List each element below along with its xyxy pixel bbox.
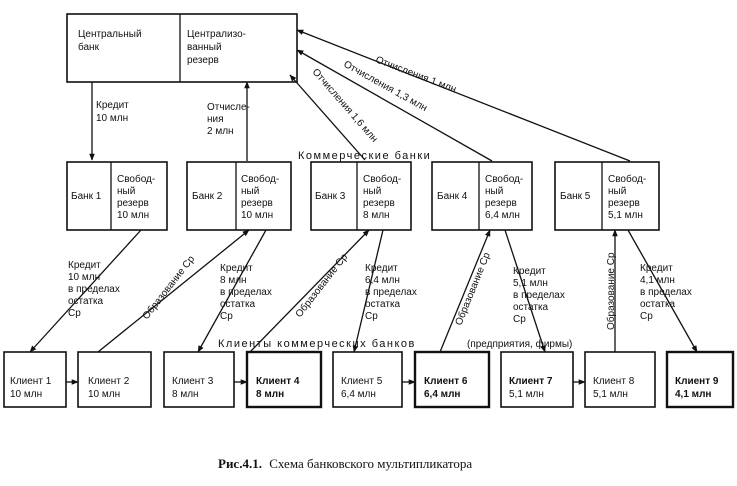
credit-arrow-bank2-client3 [197, 229, 267, 353]
credit-cb-label: Кредит 10 млн [96, 100, 132, 124]
svg-text:Клиент 2: Клиент 2 [88, 376, 130, 387]
central-bank-box: Центральный банк Централизо- ванный резе… [66, 13, 298, 83]
credit-label-bank2: Кредит 8 млн в пределах остатка Сp [220, 263, 275, 322]
bank-box-3: Банк 3 Свобод- ный резерв 8 млн [310, 161, 412, 231]
svg-text:Клиент 9: Клиент 9 [675, 376, 719, 387]
client-box-5: Клиент 5 6,4 млн [332, 351, 403, 408]
svg-text:Клиент 7: Клиент 7 [509, 376, 553, 387]
svg-text:Клиент 8: Клиент 8 [593, 376, 635, 387]
svg-text:Клиент 4: Клиент 4 [256, 376, 300, 387]
svg-text:Клиент 5: Клиент 5 [341, 376, 383, 387]
bank-reserve: Свобод- ный резерв 6,4 млн [485, 173, 526, 221]
commercial-banks-label: Коммерческие банки [298, 150, 431, 162]
deduction-arrow-bank3 [289, 74, 366, 161]
svg-text:5,1 млн: 5,1 млн [509, 389, 544, 400]
svg-text:8 млн: 8 млн [172, 389, 199, 400]
client-box-1: Клиент 1 10 млн [3, 351, 67, 408]
svg-text:Клиент 3: Клиент 3 [172, 376, 214, 387]
bank-name: Банк 3 [315, 191, 346, 202]
formation-arrow-client4-bank3 [249, 229, 370, 353]
credit-arrow-bank1-client1 [29, 229, 142, 353]
svg-text:Клиент 6: Клиент 6 [424, 376, 468, 387]
formation-label-1: Образование Сp [140, 253, 197, 322]
client-box-3: Клиент 3 8 млн [163, 351, 235, 408]
credit-label-bank3: Кредит 6,4 млн в пределах остатка Сp [365, 263, 420, 322]
deduction-arrow-bank4 [296, 49, 493, 162]
credit-arrow-bank4-client7 [504, 229, 546, 353]
bank-reserve: Свобод- ный резерв 10 млн [117, 173, 158, 221]
credit-arrow-bank3-client5 [352, 229, 384, 353]
bank-box-4: Банк 4 Свобод- ный резерв 6,4 млн [431, 161, 533, 231]
bank-reserve: Свобод- ный резерв 5,1 млн [608, 173, 649, 221]
formation-arrow-client2-bank2 [97, 229, 250, 353]
bank-box-1: Банк 1 Свобод- ный резерв 10 млн [66, 161, 168, 231]
formation-label-2: Образование Сp [293, 251, 350, 320]
formation-label-4: Образование Сp [605, 252, 617, 330]
client-box-7: Клиент 7 5,1 млн [500, 351, 574, 408]
central-bank-label: Центральный банк [78, 29, 144, 53]
client-box-4: Клиент 4 8 млн [245, 350, 323, 409]
figure-caption: Рис.4.1. Схема банковского мультипликато… [218, 456, 472, 471]
bank-name: Банк 4 [437, 191, 468, 202]
bank-reserve: Свобод- ный резерв 10 млн [241, 173, 282, 221]
clients-note: (предприятия, фирмы) [467, 338, 572, 350]
formation-label-3: Образование Сp [453, 250, 493, 327]
bank-reserve: Свобод- ный резерв 8 млн [363, 173, 404, 221]
bank-box-5: Банк 5 Свобод- ный резерв 5,1 млн [554, 161, 660, 231]
svg-text:8 млн: 8 млн [256, 389, 284, 400]
deduction-bank2-label: Отчисле- ния 2 млн [207, 102, 253, 137]
client-box-9: Клиент 9 4,1 млн [665, 350, 735, 409]
svg-text:6,4 млн: 6,4 млн [424, 389, 460, 400]
bank-name: Банк 5 [560, 191, 591, 202]
svg-text:Клиент 1: Клиент 1 [10, 376, 52, 387]
credit-label-bank5: Кредит 4,1 млн в пределах остатка Сp [640, 263, 695, 322]
bank-name: Банк 1 [71, 191, 102, 202]
credit-arrow-bank5-client9 [627, 229, 698, 353]
client-box-2: Клиент 2 10 млн [77, 351, 152, 408]
bank-box-2: Банк 2 Свобод- ный резерв 10 млн [186, 161, 292, 231]
svg-text:10 млн: 10 млн [10, 389, 42, 400]
clients-label: Клиенты коммерческих банков [218, 338, 416, 350]
deduction-arrow-bank5 [296, 29, 631, 162]
client-box-8: Клиент 8 5,1 млн [584, 351, 656, 408]
formation-arrow-client6-bank4 [439, 229, 491, 353]
bank-name: Банк 2 [192, 191, 223, 202]
credit-label-bank1: Кредит 10 млн в пределах остатка Сp [68, 260, 123, 319]
credit-label-bank4: Кредит 5,1 млн в пределах остатка Сp [513, 266, 568, 325]
svg-text:4,1 млн: 4,1 млн [675, 389, 711, 400]
svg-text:5,1 млн: 5,1 млн [593, 389, 628, 400]
client-box-6: Клиент 6 6,4 млн [413, 350, 491, 409]
centralized-reserve-label: Централизо- ванный резерв [187, 29, 249, 66]
svg-text:6,4 млн: 6,4 млн [341, 389, 376, 400]
svg-text:10 млн: 10 млн [88, 389, 120, 400]
